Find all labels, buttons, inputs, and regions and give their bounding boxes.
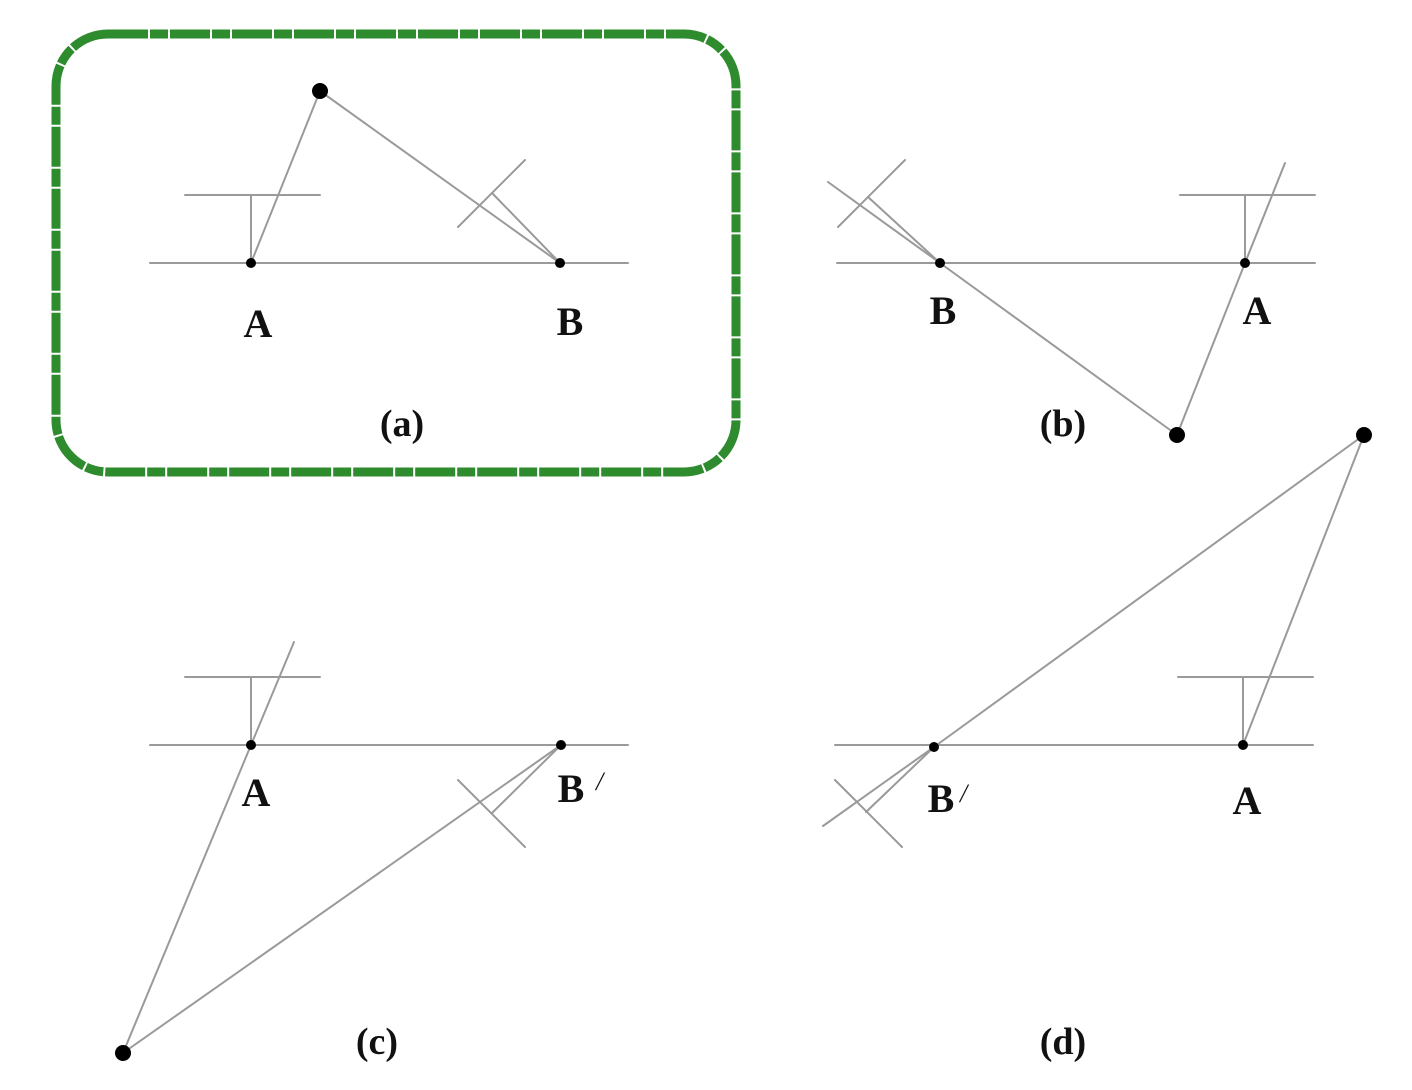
- bottom-point: [115, 1045, 131, 1061]
- point-a: [246, 258, 256, 268]
- cross-mark: [834, 779, 903, 848]
- label-b-prime: B: [928, 776, 955, 821]
- point-a: [1240, 258, 1250, 268]
- caption-b: (b): [1040, 403, 1086, 445]
- side-a-extension: [250, 641, 295, 746]
- label-a: A: [1243, 288, 1272, 333]
- cross-guide: [491, 192, 561, 264]
- label-a: A: [242, 770, 271, 815]
- point-b: [935, 258, 945, 268]
- caption-d: (d): [1040, 1021, 1086, 1063]
- point-b: [556, 740, 566, 750]
- side-a-extension: [1244, 162, 1286, 264]
- side-a: [250, 90, 321, 264]
- panel-c: A B / (c): [115, 641, 629, 1063]
- prime-mark: /: [958, 779, 970, 808]
- point-b: [555, 258, 565, 268]
- point-a: [1238, 740, 1248, 750]
- apex-point: [312, 83, 328, 99]
- bottom-point: [1169, 427, 1185, 443]
- side-b: [122, 744, 562, 1054]
- cross-guide: [491, 744, 562, 814]
- side-a: [1242, 434, 1365, 746]
- caption-a: (a): [380, 403, 424, 445]
- cross-guide: [865, 746, 935, 813]
- panel-a: A B (a): [149, 83, 629, 445]
- label-b: B: [557, 299, 584, 344]
- highlight-border: [51, 29, 741, 477]
- label-b-prime: B: [558, 766, 585, 811]
- side-b-extension: [827, 181, 941, 264]
- prime-mark: /: [594, 767, 606, 796]
- label-a: A: [1233, 778, 1262, 823]
- cross-mark: [837, 159, 906, 228]
- point-a: [246, 740, 256, 750]
- side-a: [122, 744, 252, 1054]
- panel-d: B / A (d): [822, 427, 1372, 1063]
- point-b: [929, 742, 939, 752]
- caption-c: (c): [356, 1021, 398, 1063]
- label-a: A: [244, 301, 273, 346]
- panel-b: B A (b): [827, 159, 1316, 445]
- side-b-extension: [822, 746, 935, 827]
- cross-guide: [867, 196, 941, 264]
- top-point: [1356, 427, 1372, 443]
- side-b: [933, 434, 1365, 748]
- side-b: [939, 262, 1178, 436]
- label-b: B: [930, 288, 957, 333]
- side-a: [1176, 262, 1246, 436]
- side-b: [319, 90, 561, 264]
